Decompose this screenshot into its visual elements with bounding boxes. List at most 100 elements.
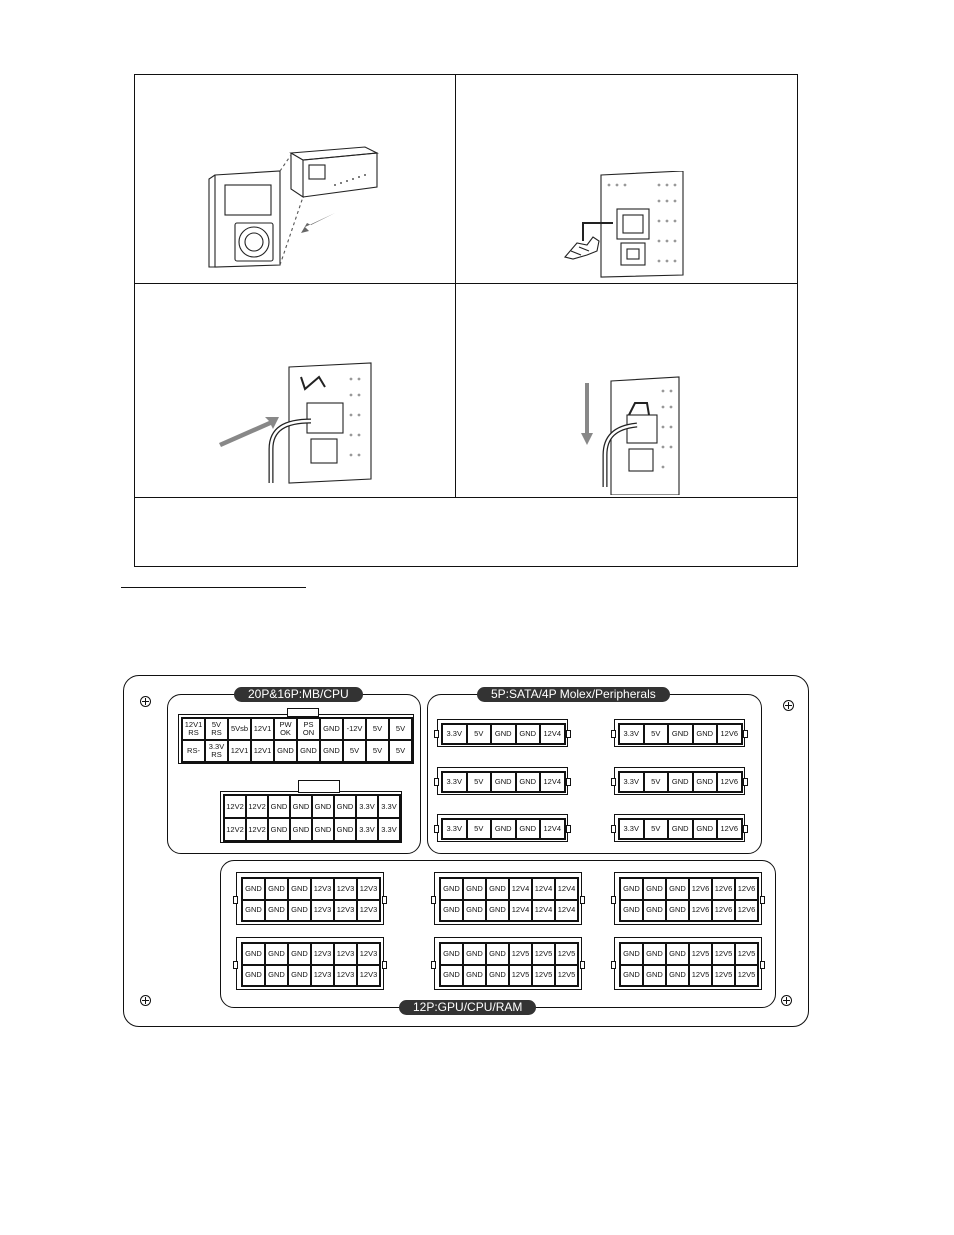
pin-gnd: GND: [463, 964, 486, 986]
connector-ear: [611, 825, 616, 833]
pin-gnd: GND: [320, 740, 343, 762]
pin-3.3v: 3.3V: [356, 795, 378, 818]
pin-12v5: 12V5: [509, 964, 532, 986]
pin--12v: -12V: [343, 718, 366, 740]
pin-3.3v: 3.3V: [442, 772, 467, 792]
pin-gnd: GND: [288, 964, 311, 986]
pin-3.3v: 3.3V: [356, 818, 378, 841]
connector-ear: [382, 961, 387, 969]
pin-12v2: 12V2: [224, 818, 246, 841]
pin-gnd: GND: [491, 772, 516, 792]
pin-gnd: GND: [620, 964, 643, 986]
row-divider: [135, 497, 797, 498]
pin-5v: 5V: [466, 724, 491, 744]
pin-gnd: GND: [297, 740, 320, 762]
pin-gnd: GND: [265, 943, 288, 965]
screw-icon: [781, 995, 792, 1006]
pin-gnd: GND: [692, 819, 717, 839]
pin-gnd: GND: [668, 772, 693, 792]
pin-5v: 5V: [389, 718, 412, 740]
pin-5v: 5V: [466, 819, 491, 839]
pin-gnd: GND: [320, 718, 343, 740]
pin-gnd: GND: [515, 772, 540, 792]
pin-gnd: GND: [643, 878, 666, 900]
pin-12v3: 12V3: [334, 878, 357, 900]
pin-gnd: GND: [242, 964, 265, 986]
connector-ear: [233, 961, 238, 969]
row-divider: [135, 283, 797, 284]
pin-gnd: GND: [268, 795, 290, 818]
pin-pw-ok: PW OK: [274, 718, 297, 740]
pin-gnd: GND: [643, 899, 666, 921]
connector-ear: [565, 825, 571, 833]
pin-12v2: 12V2: [246, 818, 268, 841]
connector-ear: [382, 896, 387, 904]
pin-gnd: GND: [288, 899, 311, 921]
pin-gnd: GND: [666, 878, 689, 900]
pin-12v5: 12V5: [555, 943, 578, 965]
pin-3.3v: 3.3V: [442, 819, 467, 839]
connector-ear: [434, 825, 439, 833]
connector-ear: [434, 778, 439, 786]
pin-12v6: 12V6: [712, 878, 735, 900]
pin-gnd: GND: [274, 740, 297, 762]
pin-gnd: GND: [620, 943, 643, 965]
pin-12v5: 12V5: [509, 943, 532, 965]
pin-12v5: 12V5: [712, 943, 735, 965]
cord-clip-illustration: [581, 376, 680, 495]
pin-gnd: GND: [265, 899, 288, 921]
peripherals-group-label: 5P:SATA/4P Molex/Peripherals: [477, 687, 670, 702]
pin-12v3: 12V3: [334, 943, 357, 965]
pin-gnd: GND: [242, 899, 265, 921]
connector-ear: [565, 778, 571, 786]
modular-connector-panel: 20P&16P:MB/CPU 5P:SATA/4P Molex/Peripher…: [123, 675, 809, 1027]
pin-gnd: GND: [312, 795, 334, 818]
pin-gnd: GND: [463, 878, 486, 900]
pin-12v3: 12V3: [334, 899, 357, 921]
pin-12v4: 12V4: [555, 878, 578, 900]
pin-5v: 5V: [389, 740, 412, 762]
pin-12v4: 12V4: [532, 899, 555, 921]
screw-icon: [140, 696, 151, 707]
pin-5v: 5V: [366, 740, 389, 762]
pin-gnd: GND: [334, 818, 356, 841]
pin-12v4: 12V4: [540, 724, 565, 744]
connector-ear: [580, 961, 585, 969]
pin-12v3: 12V3: [357, 964, 380, 986]
pin-12v5: 12V5: [712, 964, 735, 986]
pin-gnd: GND: [643, 943, 666, 965]
pin-12v2: 12V2: [246, 795, 268, 818]
pin-5v: 5V: [366, 718, 389, 740]
pin-gnd: GND: [692, 724, 717, 744]
pin-5vsb: 5Vsb: [228, 718, 251, 740]
pin-12v6: 12V6: [712, 899, 735, 921]
pin-12v3: 12V3: [357, 943, 380, 965]
pin-12v6: 12V6: [717, 772, 742, 792]
pin-3.3v: 3.3V: [378, 795, 400, 818]
connector-ear: [742, 730, 748, 738]
pin-gnd: GND: [242, 943, 265, 965]
psu-install-illustration: [208, 146, 379, 268]
pin-12v6: 12V6: [717, 724, 742, 744]
pin-gnd: GND: [463, 943, 486, 965]
pin-12v4: 12V4: [555, 899, 578, 921]
connector-latch: [287, 708, 319, 717]
pin-12v6: 12V6: [735, 899, 758, 921]
pin-gnd: GND: [666, 899, 689, 921]
pin-3.3v: 3.3V: [619, 724, 644, 744]
pin-ps-on: PS ON: [297, 718, 320, 740]
pin-gnd: GND: [265, 878, 288, 900]
mb-cpu-group-label: 20P&16P:MB/CPU: [234, 687, 363, 702]
connector-ear: [233, 896, 238, 904]
pin-gnd: GND: [491, 819, 516, 839]
